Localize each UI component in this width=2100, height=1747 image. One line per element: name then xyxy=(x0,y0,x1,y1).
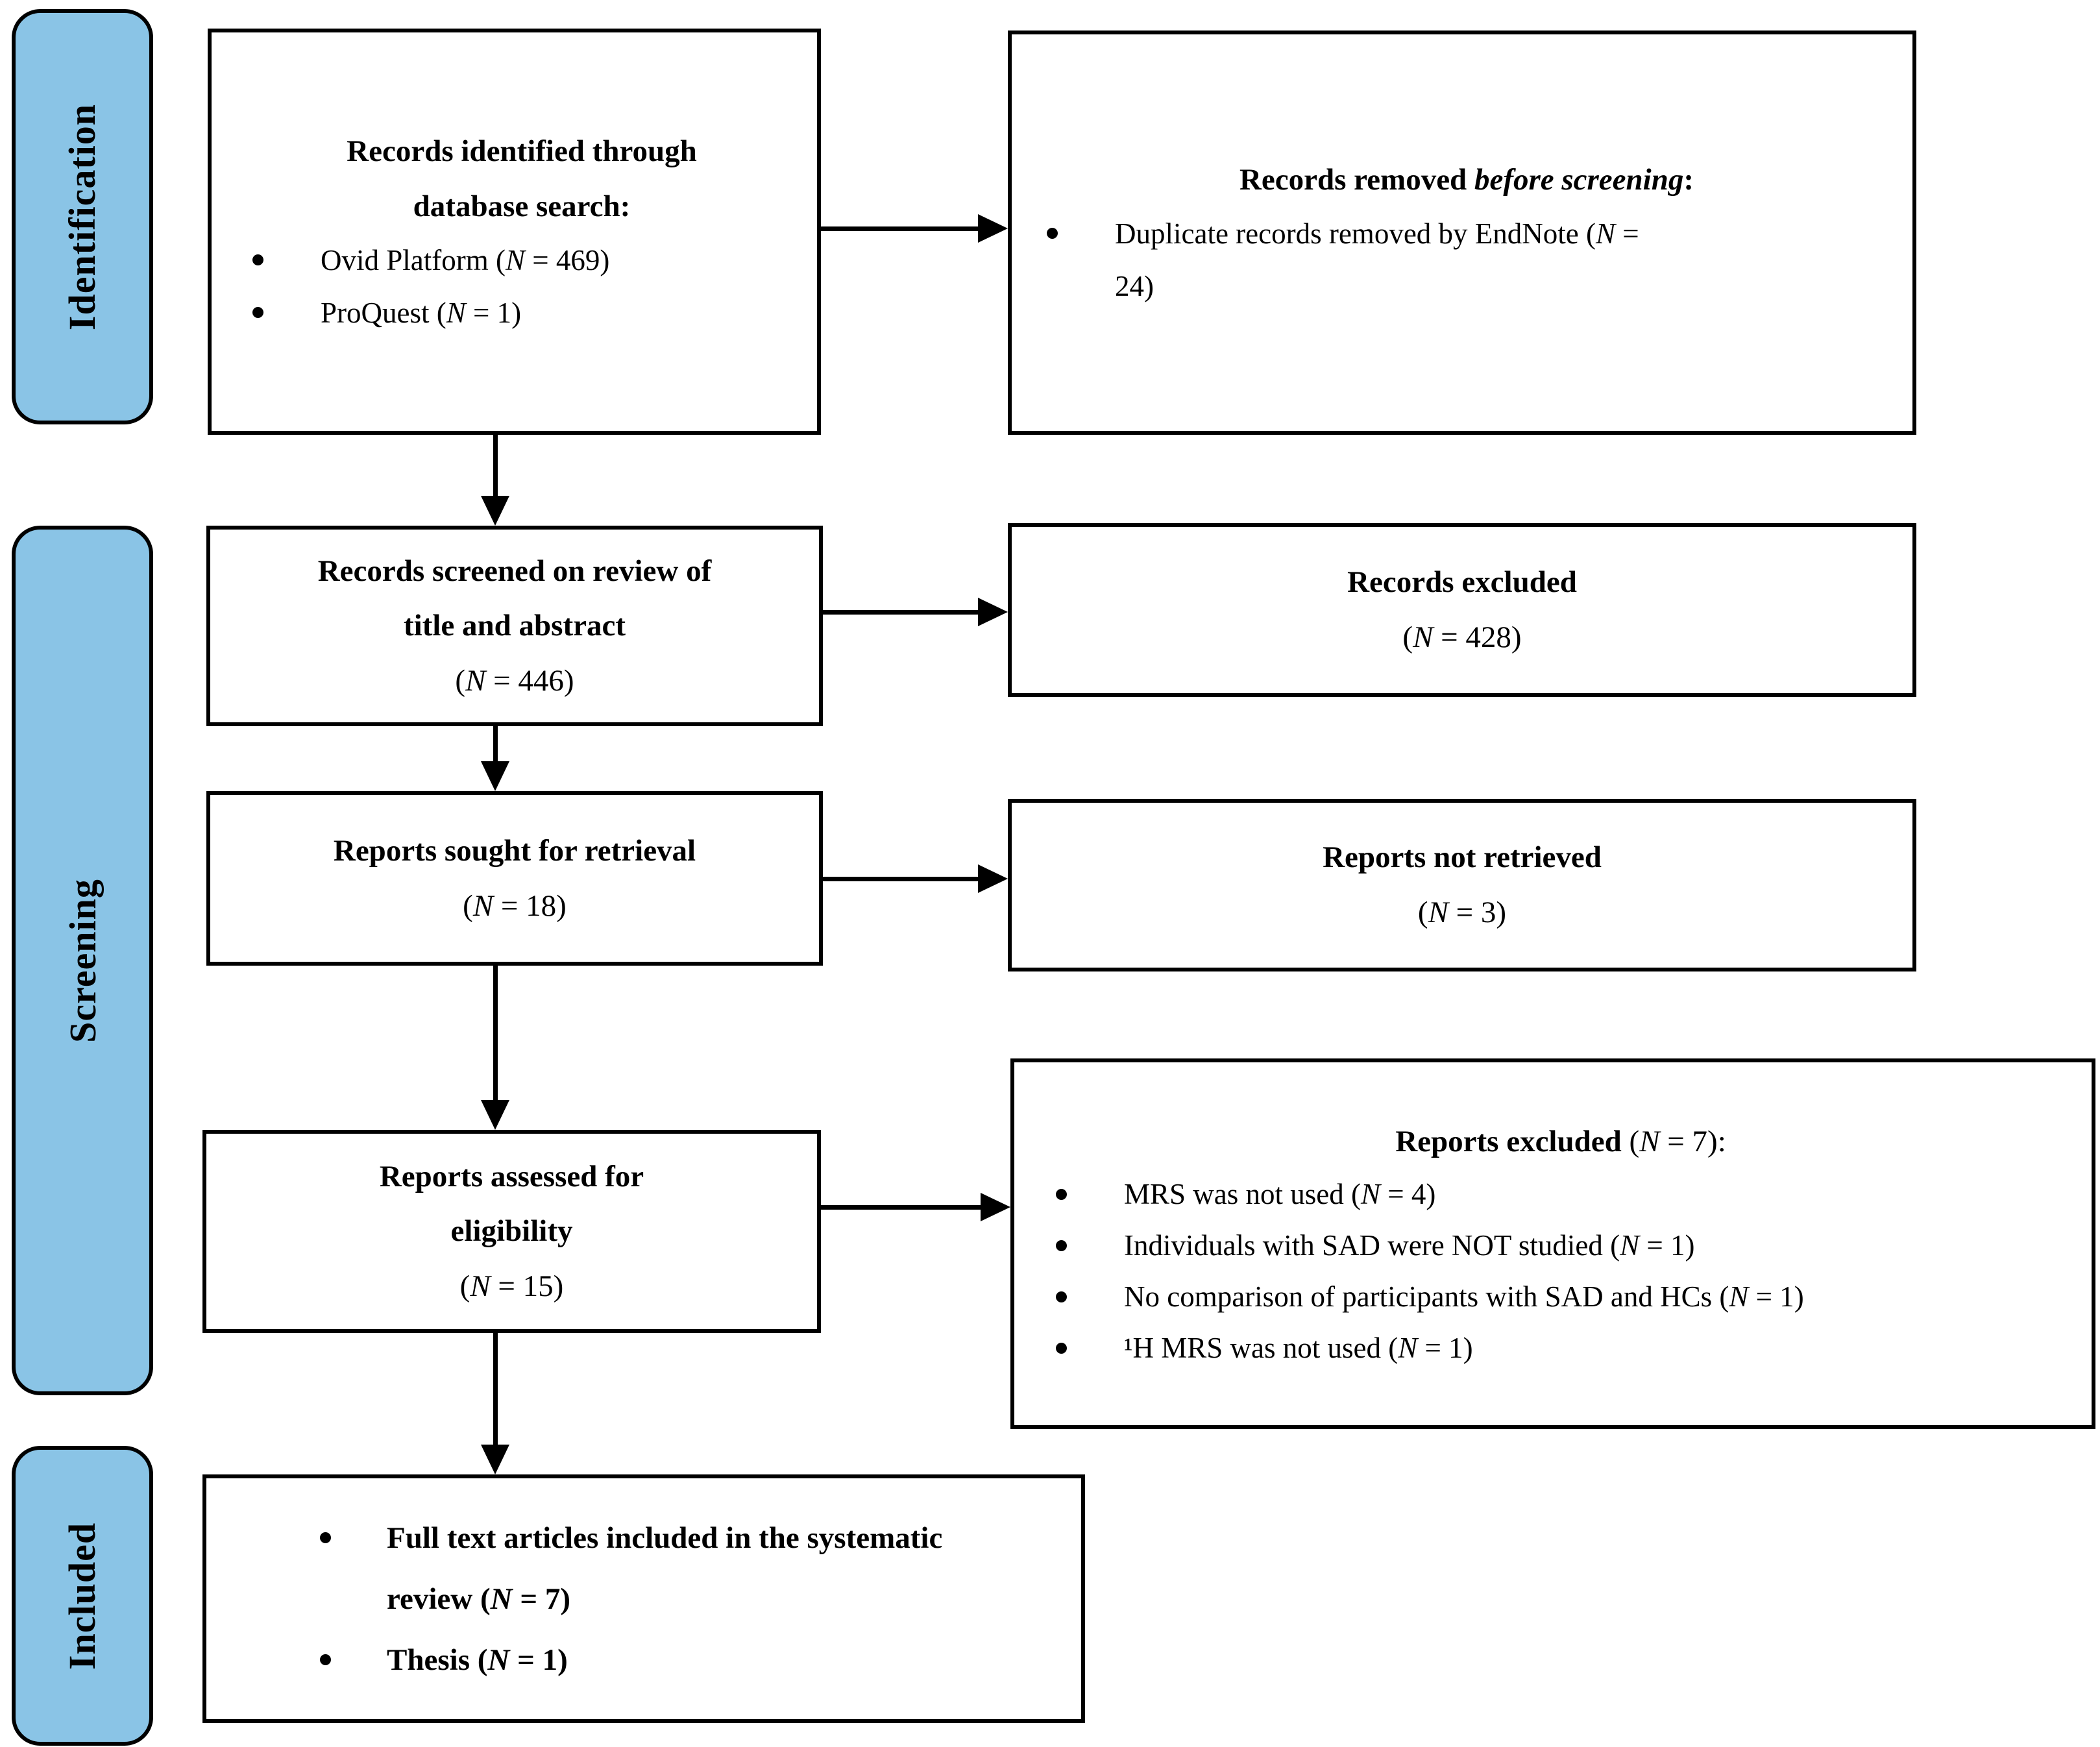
stage-label-screening-text: Screening xyxy=(61,878,104,1043)
box-records-removed-title: Records removed before screening: xyxy=(1239,163,1694,197)
box-reports-excluded-bullets: MRS was not used (N = 4) Individuals wit… xyxy=(1056,1169,2066,1373)
arrow-down-icon xyxy=(481,966,509,1130)
box-reports-not-retrieved-title: Reports not retrieved xyxy=(1323,840,1602,875)
box-reports-assessed-count: (N = 15) xyxy=(459,1269,564,1303)
arrow-head xyxy=(481,1445,509,1474)
box-reports-not-retrieved-count: (N = 3) xyxy=(1417,896,1507,929)
box-reports-sought-title: Reports sought for retrieval xyxy=(333,833,696,868)
bullet-icon xyxy=(252,254,263,265)
stage-label-identification-text: Identification xyxy=(61,103,104,330)
bullet-icon xyxy=(1056,1240,1067,1252)
arrow-head xyxy=(978,598,1008,626)
bullet-text: MRS was not used (N = 4) xyxy=(1124,1178,1436,1211)
bullet-icon xyxy=(1056,1342,1067,1354)
bullet-icon xyxy=(320,1654,331,1665)
box-records-excluded-count: (N = 428) xyxy=(1402,620,1522,654)
box-reports-excluded-title: Reports excluded (N = 7): xyxy=(1395,1124,1726,1158)
bullet-item: Thesis (N = 1) xyxy=(320,1630,1055,1691)
stage-label-included: Included xyxy=(12,1446,153,1746)
bullet-text: Ovid Platform (N = 469) xyxy=(321,243,610,276)
box-included-studies: Full text articles included in the syste… xyxy=(202,1474,1085,1723)
box-records-screened-count: (N = 446) xyxy=(455,663,574,698)
bullet-text: Thesis (N = 1) xyxy=(387,1643,568,1677)
bullet-icon xyxy=(1056,1291,1067,1302)
bullet-item: Individuals with SAD were NOT studied (N… xyxy=(1056,1220,2066,1271)
arrow-down-icon xyxy=(481,726,509,791)
box-reports-sought-count: (N = 18) xyxy=(463,888,567,923)
arrow-line xyxy=(493,1333,498,1445)
box-records-identified-bullets: Ovid Platform (N = 469) ProQuest (N = 1) xyxy=(252,234,791,339)
arrow-down-icon xyxy=(481,1333,509,1474)
arrow-down-icon xyxy=(481,435,509,526)
bullet-item: ¹H MRS was not used (N = 1) xyxy=(1056,1323,2066,1374)
stage-label-included-text: Included xyxy=(61,1522,104,1670)
bullet-text: No comparison of participants with SAD a… xyxy=(1124,1280,1804,1313)
arrow-right-icon xyxy=(821,1193,1010,1221)
arrow-line xyxy=(493,435,498,496)
box-reports-sought: Reports sought for retrieval (N = 18) xyxy=(206,791,823,966)
arrow-right-icon xyxy=(821,214,1008,243)
arrow-right-icon xyxy=(823,598,1008,626)
box-reports-not-retrieved: Reports not retrieved (N = 3) xyxy=(1008,799,1916,971)
bullet-icon xyxy=(320,1532,331,1543)
bullet-text: ¹H MRS was not used (N = 1) xyxy=(1124,1331,1473,1364)
box-reports-excluded: Reports excluded (N = 7): MRS was not us… xyxy=(1010,1058,2095,1429)
box-reports-assessed-title: Reports assessed for eligibility xyxy=(379,1159,644,1249)
bullet-icon xyxy=(1056,1189,1067,1201)
box-records-identified-title: Records identified through database sear… xyxy=(347,134,697,223)
bullet-icon xyxy=(252,306,263,318)
bullet-text: Full text articles included in the syste… xyxy=(387,1521,943,1616)
box-records-excluded: Records excluded (N = 428) xyxy=(1008,523,1916,697)
bullet-item: Ovid Platform (N = 469) xyxy=(252,234,791,287)
box-records-removed-before-screening: Records removed before screening: Duplic… xyxy=(1008,31,1916,435)
arrow-head xyxy=(481,1100,509,1130)
bullet-text: Duplicate records removed by EndNote (N … xyxy=(1115,217,1639,302)
stage-label-identification: Identification xyxy=(12,9,153,424)
bullet-text: ProQuest (N = 1) xyxy=(321,296,522,329)
box-included-bullets: Full text articles included in the syste… xyxy=(320,1508,1055,1691)
bullet-icon xyxy=(1047,227,1058,239)
box-records-identified: Records identified through database sear… xyxy=(208,29,821,435)
box-records-excluded-title: Records excluded xyxy=(1347,565,1577,600)
arrow-head xyxy=(978,214,1008,243)
arrow-right-icon xyxy=(823,864,1008,893)
arrow-head xyxy=(981,1193,1010,1221)
arrow-line xyxy=(493,726,498,761)
box-records-removed-bullets: Duplicate records removed by EndNote (N … xyxy=(1047,208,1886,313)
arrow-line xyxy=(823,609,978,615)
arrow-line xyxy=(821,1204,981,1210)
bullet-text: Individuals with SAD were NOT studied (N… xyxy=(1124,1229,1695,1262)
bullet-item: ProQuest (N = 1) xyxy=(252,287,791,339)
arrow-line xyxy=(821,226,978,231)
box-records-screened-title: Records screened on review of title and … xyxy=(317,554,712,643)
arrow-line xyxy=(823,876,978,881)
bullet-item: MRS was not used (N = 4) xyxy=(1056,1169,2066,1220)
arrow-line xyxy=(493,966,498,1100)
arrow-head xyxy=(481,496,509,526)
bullet-item: Duplicate records removed by EndNote (N … xyxy=(1047,208,1886,313)
box-records-screened: Records screened on review of title and … xyxy=(206,526,823,726)
box-reports-assessed: Reports assessed for eligibility (N = 15… xyxy=(202,1130,821,1333)
bullet-item: No comparison of participants with SAD a… xyxy=(1056,1271,2066,1323)
stage-label-screening: Screening xyxy=(12,526,153,1395)
arrow-head xyxy=(978,864,1008,893)
bullet-item: Full text articles included in the syste… xyxy=(320,1508,1055,1630)
arrow-head xyxy=(481,761,509,791)
